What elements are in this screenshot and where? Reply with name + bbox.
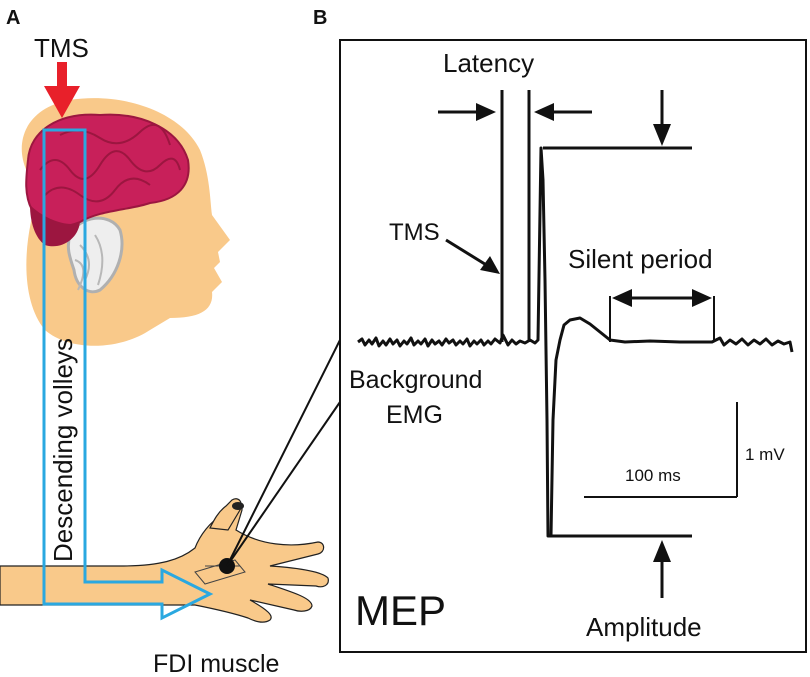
silent-period-arrow-left-head bbox=[612, 289, 632, 307]
descending-volleys-label: Descending volleys bbox=[48, 338, 78, 562]
zoom-line-bottom bbox=[226, 401, 341, 567]
descending-pathway bbox=[42, 128, 214, 621]
background-emg-label-line1: Background bbox=[349, 366, 482, 394]
thumbnail bbox=[232, 502, 244, 510]
amplitude-label: Amplitude bbox=[586, 612, 702, 642]
tms-arrow-shaft bbox=[57, 62, 67, 88]
mep-label: MEP bbox=[355, 587, 446, 634]
latency-arrow-left-head bbox=[476, 103, 496, 121]
tms-artifact-label: TMS bbox=[389, 219, 440, 246]
cerebellum bbox=[66, 216, 124, 294]
zoom-line-top bbox=[226, 339, 341, 567]
tms-pointer-head bbox=[480, 256, 500, 274]
panel-b-frame bbox=[339, 39, 807, 653]
tms-pointer-shaft bbox=[445, 238, 489, 268]
silent-period-arrow-right-head bbox=[692, 289, 712, 307]
silent-period-label: Silent period bbox=[568, 244, 713, 274]
fdi-muscle-label: FDI muscle bbox=[153, 650, 279, 677]
amplitude-top-arrow-head bbox=[653, 124, 671, 146]
scale-time-label: 100 ms bbox=[625, 466, 681, 485]
panel-b-letter: B bbox=[313, 7, 327, 29]
latency-label: Latency bbox=[443, 48, 534, 78]
tms-arrow-head bbox=[44, 86, 80, 118]
latency-arrow-right-head bbox=[534, 103, 554, 121]
background-emg-label-line2: EMG bbox=[386, 401, 443, 429]
panel-a-letter: A bbox=[6, 7, 20, 29]
amplitude-bottom-arrow-head bbox=[653, 540, 671, 562]
tms-stimulus-label: TMS bbox=[34, 33, 89, 63]
scale-amplitude-label: 1 mV bbox=[745, 445, 785, 464]
